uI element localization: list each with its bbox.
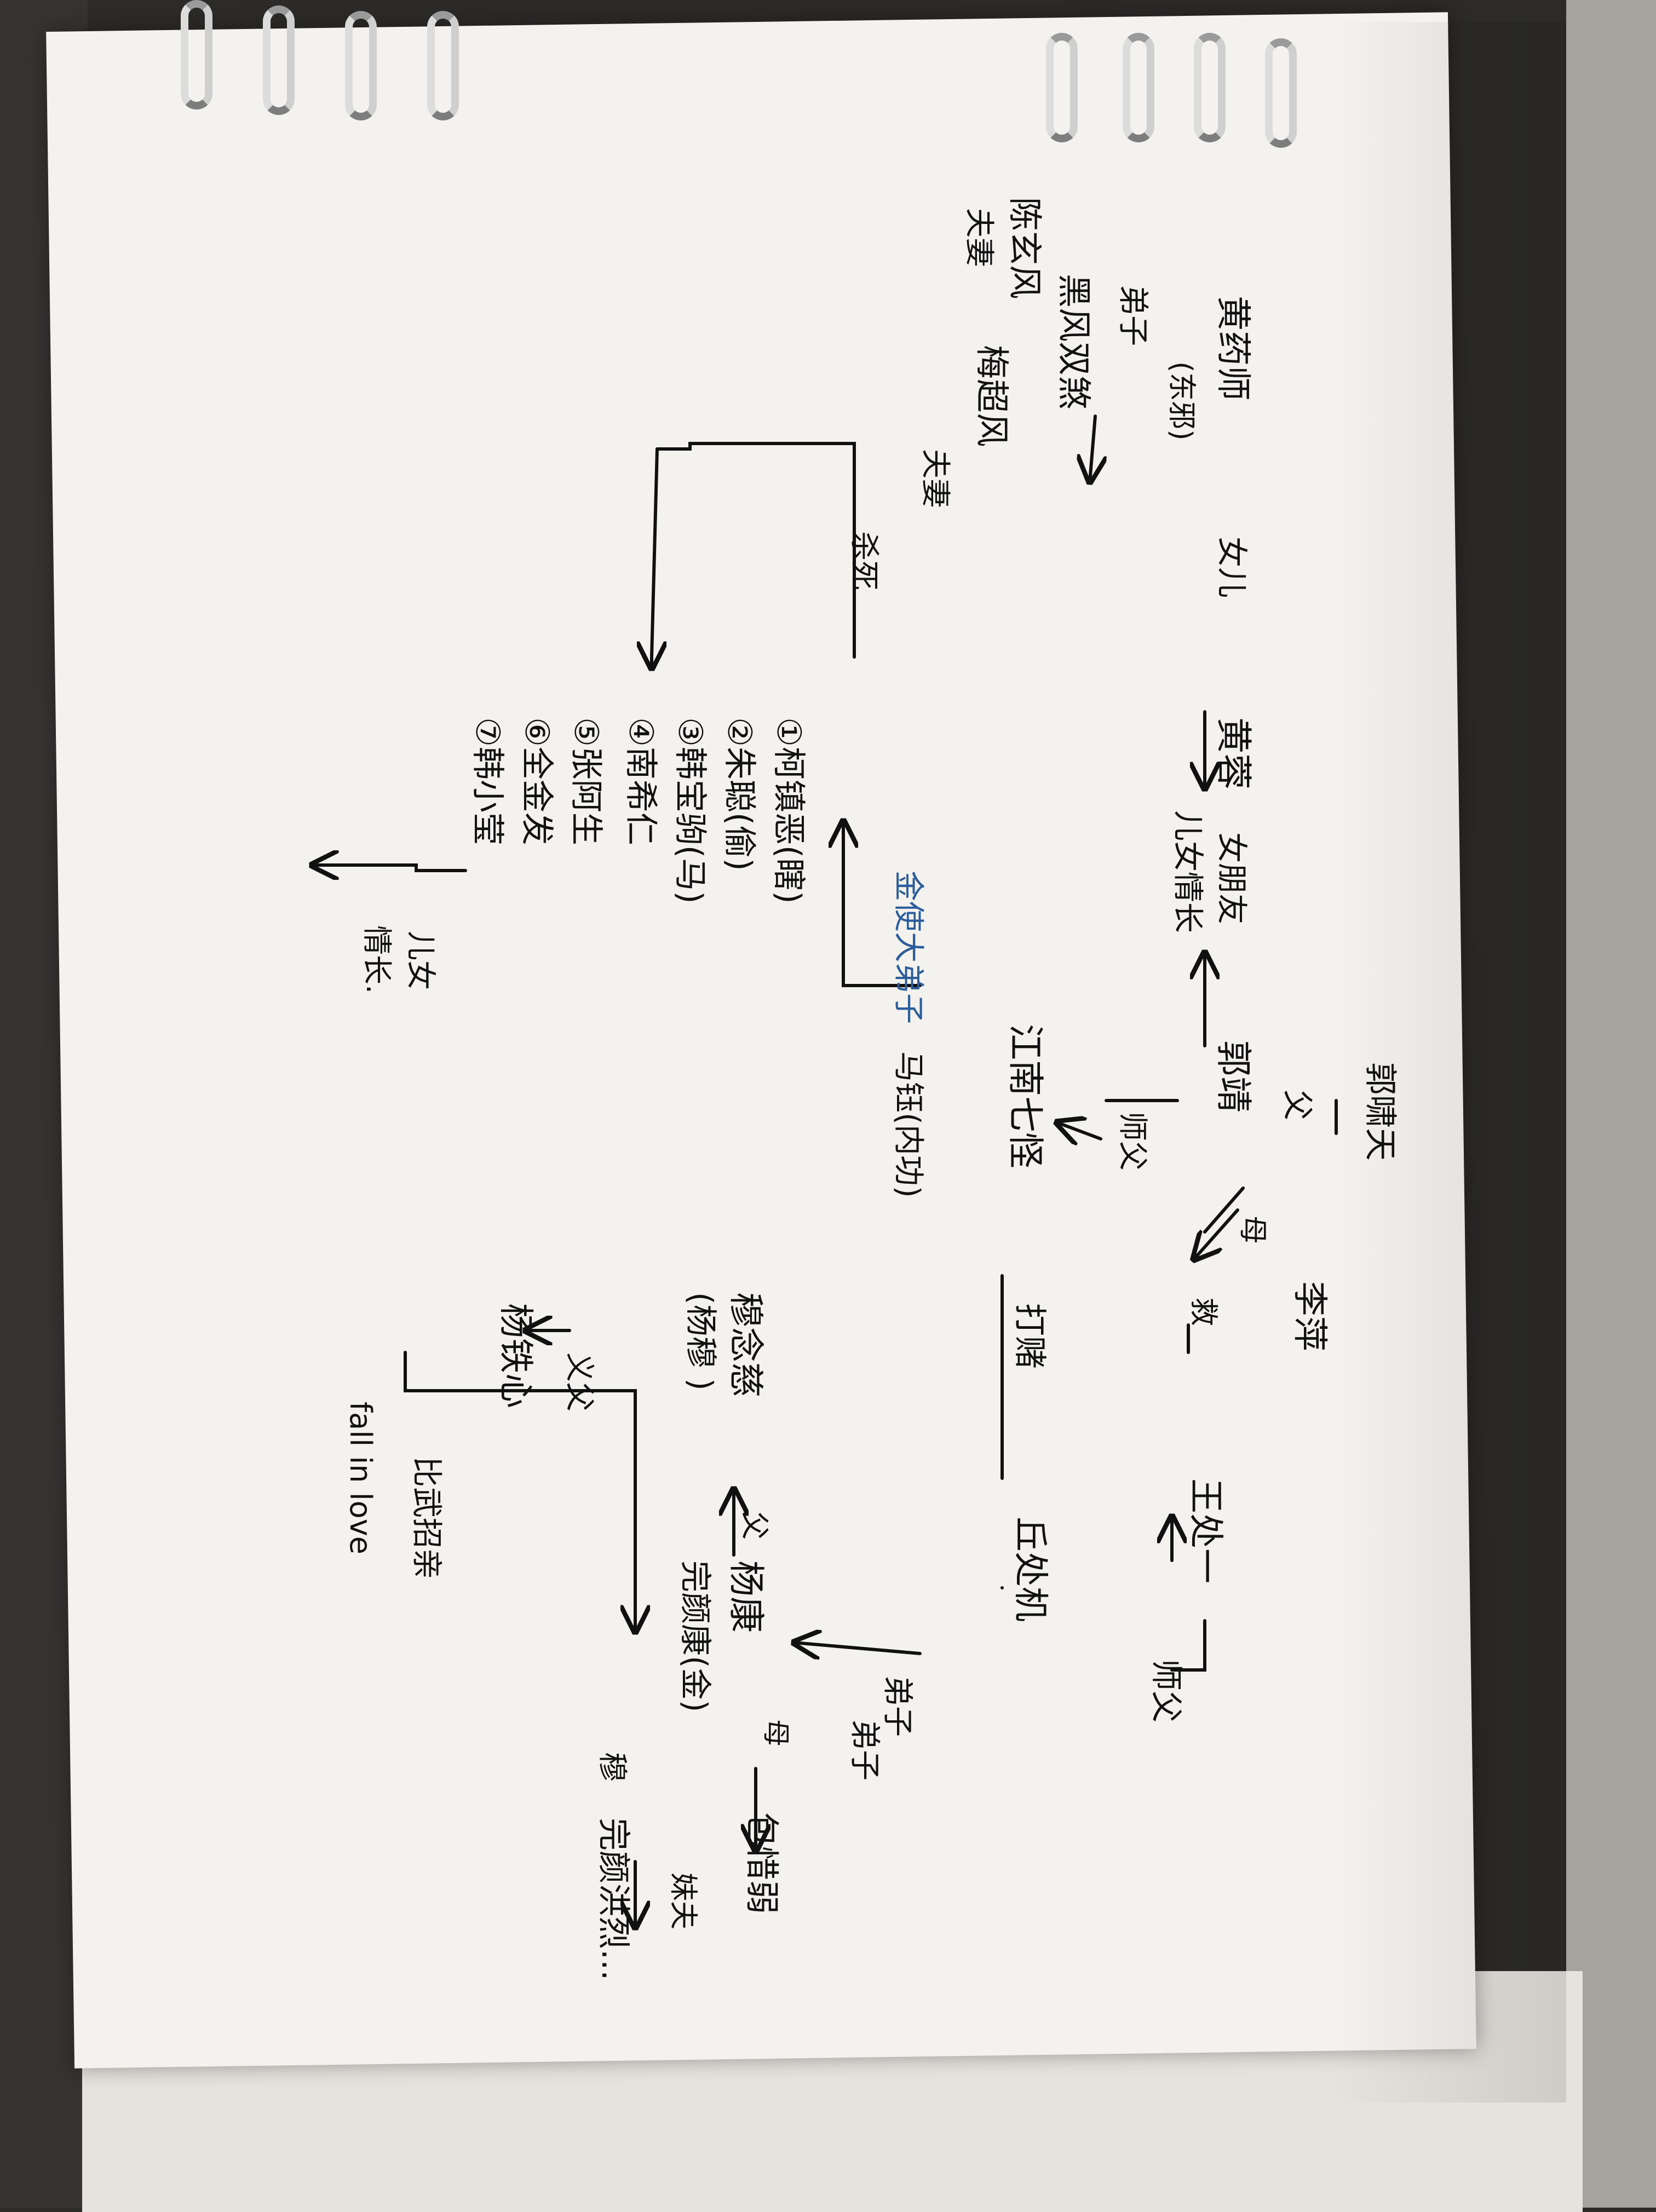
- node-wanyan-kang: 完颜康(金): [677, 1560, 714, 1712]
- node-yang-tiexin: 杨铁心: [495, 1303, 536, 1408]
- desk-right: [1566, 0, 1656, 2208]
- label-fuqi-right: 夫妻: [918, 449, 953, 508]
- node-qiu-chuji: 丘处机: [1010, 1517, 1050, 1622]
- node-mei-chaofeng: 梅超风: [972, 345, 1012, 447]
- edge-line: [794, 1643, 922, 1654]
- edge-label-disciple-left: 弟子: [1115, 285, 1151, 346]
- edge-label-dizi-right: 弟子: [847, 1719, 882, 1781]
- spiral-ring: [263, 5, 295, 115]
- label-fuqi-left: 夫妻: [962, 208, 997, 267]
- spiral-ring: [1046, 33, 1078, 142]
- spiral-ring: [1123, 33, 1154, 142]
- node-jiangnan-qiguai: 江南七怪: [1004, 1024, 1046, 1168]
- node-guo-xiaotian: 郭啸天: [1361, 1062, 1399, 1161]
- edge-line: [1057, 1122, 1102, 1139]
- edge-label-ernv2: 儿女: [404, 931, 438, 990]
- edge-label-disciple: 弟子: [879, 1675, 915, 1737]
- spiral-ring: [1194, 33, 1226, 142]
- edge-line: [652, 447, 657, 668]
- edge-line: [312, 865, 467, 871]
- node-ma-yu: 马钰(内功): [890, 1051, 926, 1198]
- node-mu-short: 穆: [595, 1752, 630, 1782]
- edge-line: [1170, 1619, 1206, 1672]
- spiral-ring: [181, 0, 212, 110]
- list-item-7: ⑦韩小莹: [468, 717, 507, 845]
- list-item-4: ④南希仁: [622, 717, 660, 845]
- node-li-ping: 李萍: [1289, 1281, 1330, 1351]
- edge-label-biwu: 比武招亲: [409, 1456, 444, 1579]
- edge-label-ernv: 儿女情长: [1170, 810, 1205, 933]
- node-bao-xiruo: 包惜弱: [742, 1812, 782, 1914]
- node-huang-yaoshi-note: (东邪): [1165, 361, 1198, 441]
- edge-label-mother-right: 母: [760, 1719, 792, 1747]
- edge-label-kill: 杀死: [847, 531, 882, 590]
- edge-label-yifu: 义父: [562, 1352, 597, 1412]
- list-item-1: ①柯镇恶(瞎): [769, 717, 808, 904]
- edge-label-fu: 父: [1279, 1090, 1315, 1120]
- edge-label-qingzhang2: 情长.: [360, 925, 394, 994]
- node-wanyan-honglie: 完颜洪烈...: [594, 1818, 633, 1980]
- node-jinshi: 金使大弟子: [890, 871, 926, 1024]
- node-huang-yaoshi: 黄药师: [1212, 296, 1253, 401]
- node-wang-chuyi: 王处一: [1185, 1478, 1226, 1583]
- diagram-labels: 郭啸天 父 郭靖 李萍 母 救 王处一 师父 师父 江南七怪 打赌 丘处机 弟子…: [343, 197, 1399, 1980]
- node-huang-rong: 黄蓉: [1212, 717, 1255, 790]
- edge-line: [404, 1351, 635, 1632]
- edge-line: [1203, 1186, 1245, 1234]
- edge-line: [1194, 1208, 1239, 1259]
- node-mu-nianci-paren: (杨穆 ): [682, 1292, 720, 1391]
- edge-label-girlfriend: 女朋友: [1214, 832, 1249, 924]
- edge-label-shifu-right: 师父: [1148, 1659, 1185, 1723]
- node-heifeng-shuangsha: 黑风双煞: [1054, 274, 1094, 410]
- edge-label-mother: 母: [1236, 1216, 1269, 1244]
- edge-label-daughter: 女儿: [1214, 537, 1249, 598]
- node-guo-jing: 郭靖: [1212, 1040, 1255, 1113]
- node-chen-xuanfeng: 陈玄风: [1005, 197, 1045, 299]
- edge-label-fall-in-love: fall in love: [343, 1402, 378, 1554]
- connector-lines: [312, 414, 1338, 1927]
- edge-line: [843, 821, 922, 987]
- list-item-5: ⑤张阿生: [567, 717, 605, 845]
- light-shadow: [1331, 22, 1566, 2102]
- node-mu-nianci: 穆念慈: [725, 1292, 766, 1397]
- edge-line: [656, 442, 856, 659]
- spiral-ring: [427, 11, 459, 120]
- list-item-3: ③韩宝驹(马): [671, 717, 709, 904]
- edge-label-save: 救: [1187, 1298, 1220, 1326]
- edge-line: [1090, 414, 1095, 482]
- edge-label-bet: 打赌: [1010, 1303, 1049, 1369]
- edge-label-father: 父: [738, 1511, 771, 1540]
- edge-label-shifu-left: 师父: [1116, 1111, 1150, 1171]
- edge-label-meifu: 妹夫: [666, 1873, 699, 1929]
- spiral-ring: [1265, 38, 1297, 148]
- list-item-2: ②朱聪(偷): [720, 717, 758, 871]
- node-yang-kang: 杨康: [725, 1560, 767, 1633]
- list-item-6: ⑥全金发: [518, 717, 556, 845]
